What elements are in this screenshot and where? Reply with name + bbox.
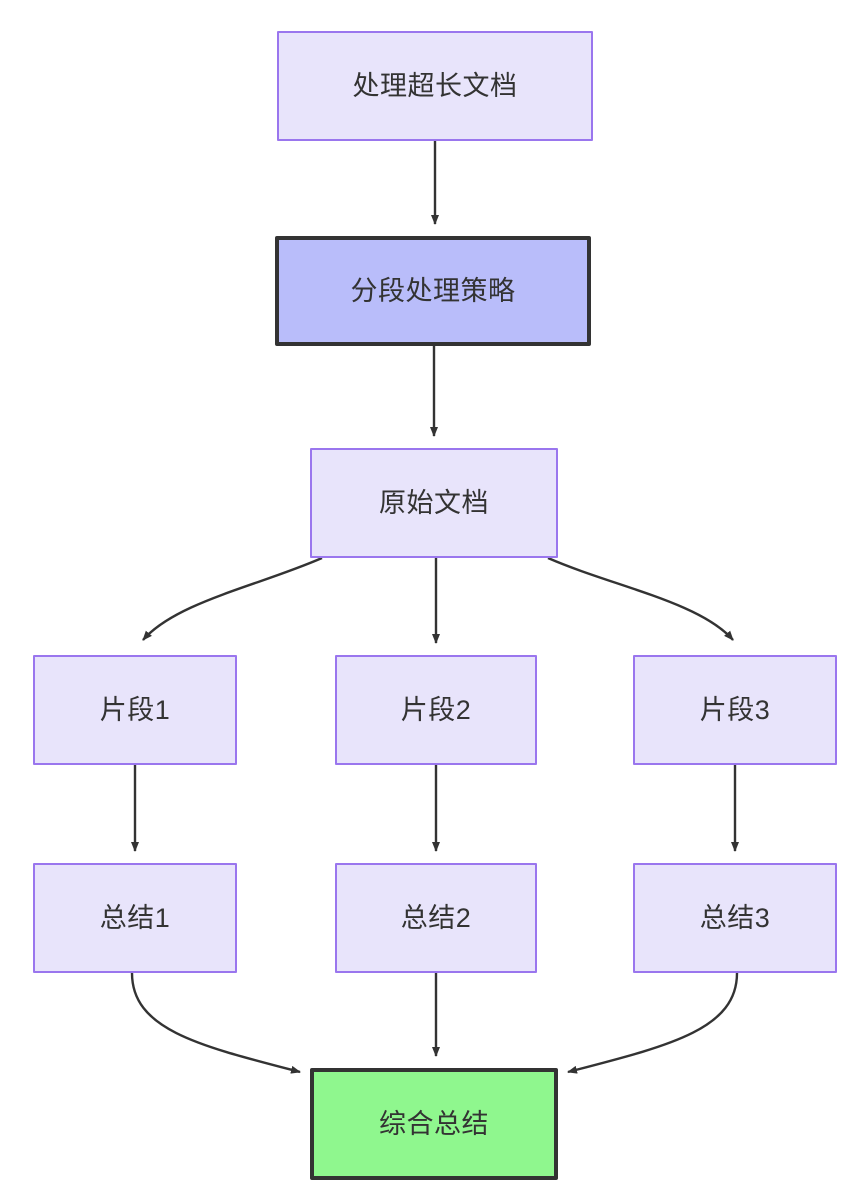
- node-combined-summary[interactable]: 综合总结: [310, 1068, 558, 1180]
- node-label: 总结2: [400, 902, 472, 933]
- node-label: 处理超长文档: [352, 70, 518, 101]
- node-summary-1[interactable]: 总结1: [33, 863, 237, 973]
- node-summary-2[interactable]: 总结2: [335, 863, 537, 973]
- node-chunk-1[interactable]: 片段1: [33, 655, 237, 765]
- edge-summary3-to-final: [567, 972, 739, 1074]
- node-label: 片段1: [99, 694, 171, 725]
- node-label: 原始文档: [379, 487, 489, 518]
- node-process-long-document[interactable]: 处理超长文档: [277, 31, 593, 141]
- node-label: 片段3: [699, 694, 771, 725]
- node-label: 总结1: [99, 902, 171, 933]
- edge-summary1-to-final: [130, 972, 301, 1074]
- edge-source-to-chunk3: [547, 556, 734, 641]
- node-label: 总结3: [699, 902, 771, 933]
- node-chunk-3[interactable]: 片段3: [633, 655, 837, 765]
- node-chunking-strategy[interactable]: 分段处理策略: [275, 236, 591, 346]
- node-summary-3[interactable]: 总结3: [633, 863, 837, 973]
- edge-source-to-chunk1: [142, 556, 323, 641]
- node-label: 综合总结: [379, 1108, 489, 1139]
- node-label: 片段2: [400, 694, 472, 725]
- node-label: 分段处理策略: [350, 275, 516, 306]
- node-chunk-2[interactable]: 片段2: [335, 655, 537, 765]
- node-source-document[interactable]: 原始文档: [310, 448, 558, 558]
